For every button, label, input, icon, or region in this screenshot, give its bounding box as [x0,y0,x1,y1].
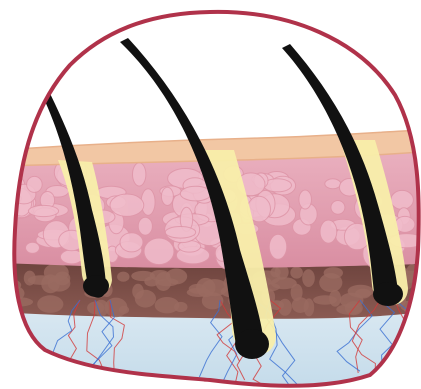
fat-cell [313,295,337,305]
dermis-cell [0,209,12,219]
dermis-cell [269,234,287,259]
dermis-cell [144,238,174,265]
fat-cell [0,304,13,315]
fat-cell [117,272,129,282]
hair-bulb-right [373,282,403,306]
dermis-cell [180,186,211,201]
dermis-cell [120,233,143,252]
fat-cell [291,284,303,301]
fat-cell [105,298,128,318]
dermis-cell [133,163,146,186]
fat-cell [302,269,315,287]
fat-cell [348,285,374,298]
fat-cell [196,278,215,297]
fat-cell [37,295,63,313]
fat-cell [131,271,155,281]
dermis-cell [0,185,13,201]
dermis-cell [299,190,312,209]
dermis-cell [165,227,195,239]
fat-cell [304,298,315,316]
fat-cell [174,302,187,312]
dermis-cell [161,187,173,205]
dermis-cell [391,190,414,209]
dermis-cell [27,176,43,192]
dermis-cell [320,220,337,243]
dermis-cell [138,217,152,235]
fat-cell [324,267,343,279]
fat-cell [132,284,144,299]
dermis-cell [26,242,40,253]
dermis-cell [110,194,144,216]
fat-cell [278,299,292,316]
dermis-cell [28,205,58,216]
hair-bulb-center [235,329,269,359]
hair-bulb-left [83,275,109,297]
dermis-cell [331,201,345,215]
fat-cell [48,275,71,292]
dermis-cell [325,179,341,189]
fat-cell [290,267,303,279]
fat-cell [166,269,188,285]
